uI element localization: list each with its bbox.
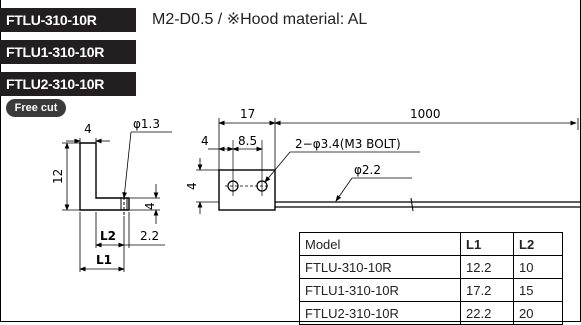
dim-height-12: 12 [51, 169, 65, 184]
table-header-row: Model L1 L2 [299, 232, 563, 256]
dim-2-2: 2.2 [140, 229, 159, 243]
dim-width-4: 4 [84, 122, 92, 136]
table-header-model: Model [299, 232, 461, 256]
dim-l2: L2 [100, 229, 116, 243]
table-cell: 10 [513, 255, 563, 279]
l-head-outline [79, 142, 130, 211]
table-cell: 17.2 [460, 278, 514, 302]
table-header-l2: L2 [513, 232, 563, 256]
spec-text: M2-D0.5 / ※Hood material: AL [152, 11, 368, 28]
table-row: FTLU2-310-10R 22.2 20 [299, 301, 563, 325]
table-cell: 22.2 [460, 301, 514, 325]
model-spec-table: Model L1 L2 FTLU-310-10R 12.2 10 FTLU1-3… [299, 232, 563, 325]
model-tag-ftlu2: FTLU2-310-10R [0, 72, 136, 96]
side-head-outline [218, 169, 276, 211]
dim-cable-dia: φ2.2 [354, 163, 381, 177]
fiber-cable [275, 201, 581, 208]
table-cell: 12.2 [460, 255, 514, 279]
dim-bolt: 2−φ3.4(M3 BOLT) [295, 137, 401, 151]
dim-17: 17 [240, 107, 255, 121]
table-cell: 15 [513, 278, 563, 302]
model-tag-ftlu: FTLU-310-10R [0, 8, 136, 32]
dim-1000: 1000 [410, 107, 441, 121]
dim-height-4: 4 [143, 202, 157, 210]
free-cut-badge: Free cut [6, 99, 66, 117]
table-cell: FTLU2-310-10R [299, 301, 461, 325]
dim-vertical-4: 4 [185, 182, 199, 190]
dim-dia-1-3: φ1.3 [133, 117, 160, 131]
table-row: FTLU-310-10R 12.2 10 [299, 255, 563, 279]
dim-l1: L1 [96, 253, 112, 267]
lens-hole [120, 192, 128, 216]
table-cell: 20 [513, 301, 563, 325]
dim-8-5: 8.5 [238, 134, 257, 148]
table-row: FTLU1-310-10R 17.2 15 [299, 278, 563, 302]
dim-4-offset: 4 [201, 134, 209, 148]
table-header-l1: L1 [460, 232, 514, 256]
table-cell: FTLU-310-10R [299, 255, 461, 279]
model-tag-ftlu1: FTLU1-310-10R [0, 40, 136, 64]
table-cell: FTLU1-310-10R [299, 278, 461, 302]
